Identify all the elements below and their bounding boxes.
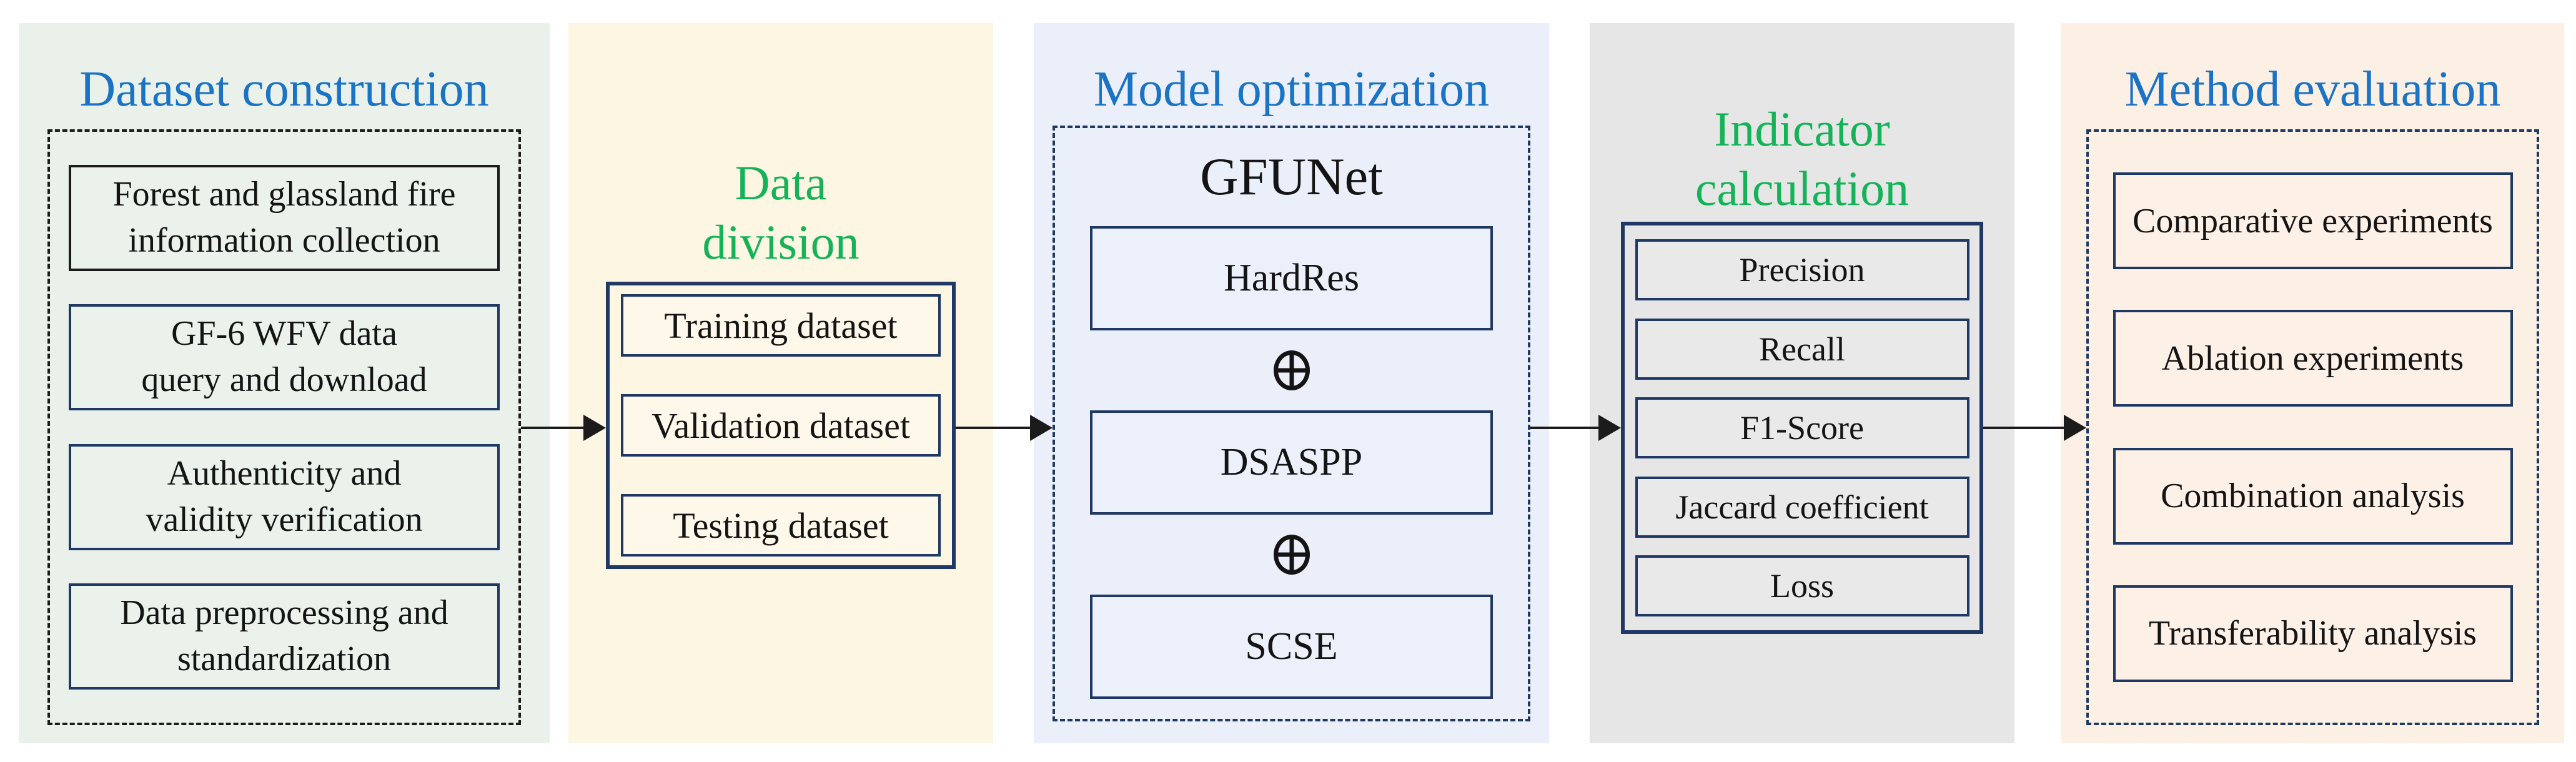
circled-plus-icon (1273, 350, 1310, 391)
metric-box-jaccard: Jaccard coefficient (1635, 476, 1969, 538)
title-line: calculation (1695, 161, 1910, 216)
dataset-box-testing: Testing dataset (621, 494, 941, 557)
module-box-hardres: HardRes (1090, 226, 1493, 331)
evaluation-box-label: Comparative experiments (2133, 201, 2493, 240)
dataset-construction-title: Dataset construction (79, 62, 489, 117)
arrow-head-icon (583, 415, 606, 441)
dataset-box-training: Training dataset (621, 294, 941, 357)
evaluation-box-transferability: Transferability analysis (2113, 585, 2513, 682)
circled-plus-icon (1273, 535, 1310, 575)
network-name: GFUNet (1200, 147, 1383, 206)
metric-box-precision: Precision (1635, 239, 1969, 301)
dataset-box-label: Testing dataset (673, 505, 889, 546)
dataset-box-label: Validation dataset (651, 405, 910, 446)
dataset-box-label: Training dataset (664, 305, 898, 346)
metric-box-f1-score: F1-Score (1635, 397, 1969, 459)
metric-box-label: Precision (1739, 251, 1865, 289)
module-box-label: SCSE (1245, 625, 1338, 668)
evaluation-box-label: Transferability analysis (2148, 614, 2477, 653)
indicator-calculation-title: Indicator calculation (1695, 99, 1909, 218)
step-box-fire-information: Forest and glassland fire information co… (69, 165, 500, 272)
metric-box-label: Recall (1759, 330, 1845, 368)
step-box-line: query and download (141, 360, 427, 400)
step-box-line: information collection (128, 221, 440, 260)
title-line: division (702, 215, 859, 270)
panel-data-division: Data division Training dataset Validatio… (568, 23, 993, 743)
evaluation-box-label: Ablation experiments (2161, 339, 2464, 378)
step-box-line: Forest and glassland fire (112, 175, 456, 214)
arrow-head-icon (1598, 415, 1621, 441)
step-box-authenticity: Authenticity and validity verification (69, 443, 500, 550)
step-box-line: validity verification (146, 500, 423, 539)
method-evaluation-group: Comparative experiments Ablation experim… (2086, 129, 2539, 725)
dataset-construction-group: Forest and glassland fire information co… (47, 129, 521, 725)
arrow-shaft (956, 427, 1030, 429)
module-box-label: DSASPP (1220, 441, 1363, 484)
data-division-group: Training dataset Validation dataset Test… (606, 282, 956, 570)
title-line: Indicator (1714, 102, 1890, 156)
arrow-shaft (1530, 427, 1598, 429)
step-box-line: Authenticity and (167, 453, 402, 493)
panel-indicator-calculation: Indicator calculation Precision Recall F… (1590, 23, 2014, 743)
panel-dataset-construction: Dataset construction Forest and glasslan… (19, 23, 550, 743)
method-evaluation-title: Method evaluation (2124, 62, 2501, 117)
step-box-data-query: GF-6 WFV data query and download (69, 304, 500, 411)
metric-box-label: Loss (1770, 567, 1834, 605)
evaluation-box-ablation: Ablation experiments (2113, 310, 2513, 407)
panel-model-optimization: Model optimization GFUNet HardRes DSASPP… (1034, 23, 1549, 743)
metric-box-recall: Recall (1635, 318, 1969, 380)
panel-method-evaluation: Method evaluation Comparative experiment… (2061, 23, 2564, 743)
metric-box-loss: Loss (1635, 555, 1969, 617)
module-box-scse: SCSE (1090, 595, 1493, 700)
evaluation-box-comparative: Comparative experiments (2113, 172, 2513, 270)
arrow-head-icon (1030, 415, 1053, 441)
data-division-title: Data division (702, 153, 859, 272)
indicator-group: Precision Recall F1-Score Jaccard coeffi… (1621, 222, 1983, 635)
step-box-line: standardization (177, 639, 392, 678)
metric-box-label: Jaccard coefficient (1675, 488, 1929, 526)
arrow-shaft (1983, 427, 2064, 429)
evaluation-box-combination: Combination analysis (2113, 447, 2513, 545)
dataset-box-validation: Validation dataset (621, 394, 941, 457)
module-box-label: HardRes (1224, 257, 1359, 300)
step-box-line: Data preprocessing and (120, 593, 448, 632)
module-box-dsaspp: DSASPP (1090, 410, 1493, 515)
step-box-preprocessing: Data preprocessing and standardization (69, 583, 500, 690)
gfunet-group: GFUNet HardRes DSASPP SCSE (1053, 126, 1530, 721)
step-box-line: GF-6 WFV data (171, 314, 397, 354)
model-optimization-title: Model optimization (1093, 62, 1490, 117)
arrow-head-icon (2064, 415, 2086, 441)
arrow-shaft (521, 427, 583, 429)
metric-box-label: F1-Score (1740, 409, 1864, 447)
evaluation-box-label: Combination analysis (2161, 477, 2465, 516)
title-line: Data (735, 156, 827, 210)
